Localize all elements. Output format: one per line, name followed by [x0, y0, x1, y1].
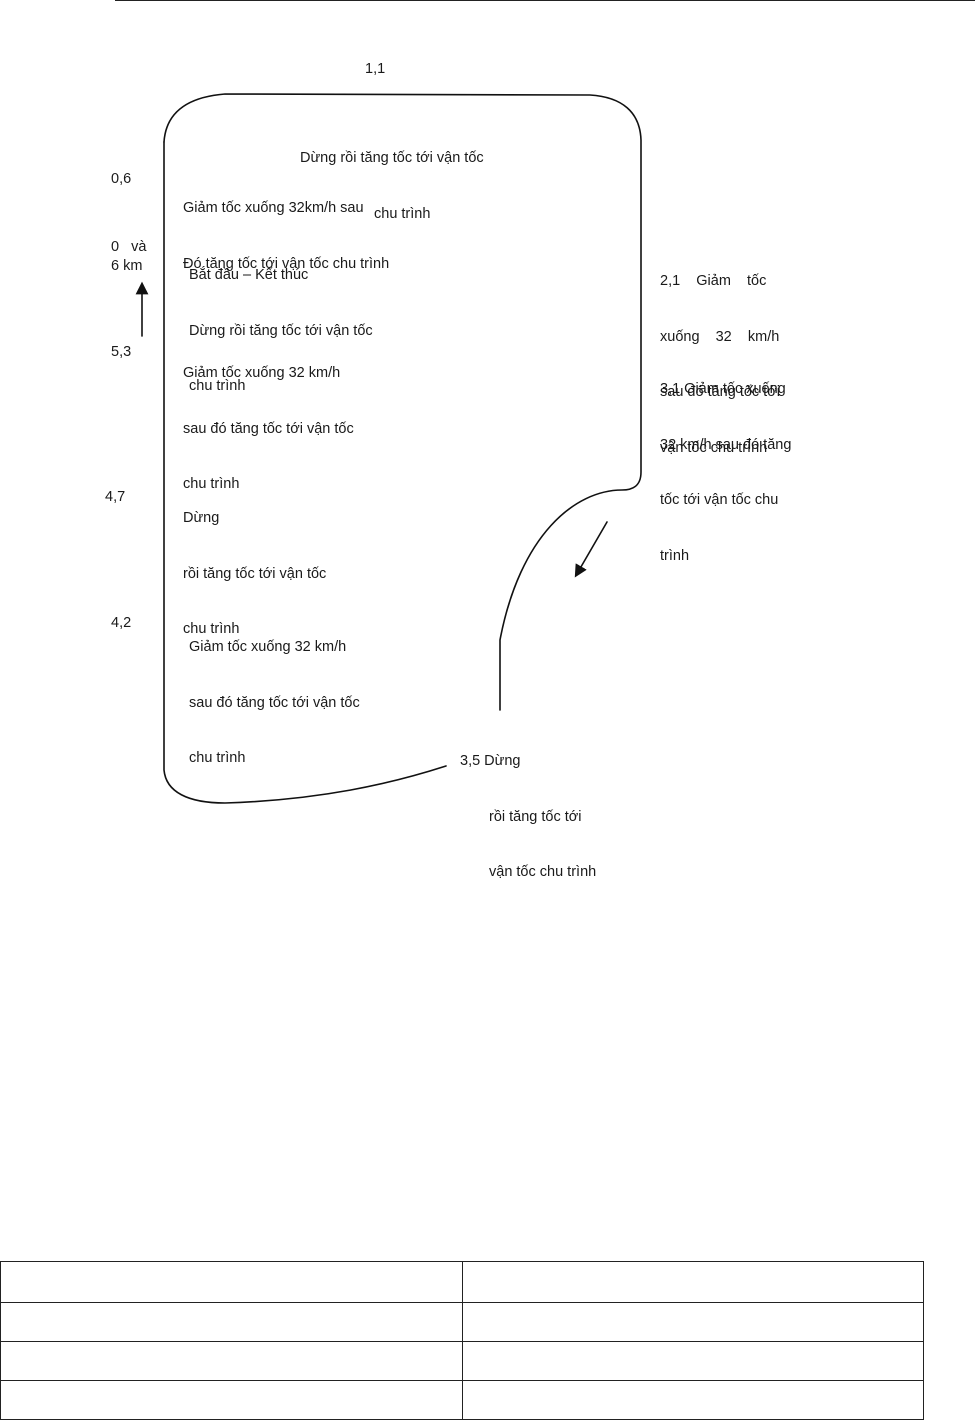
table-row [0, 1261, 924, 1303]
route-left-side [163, 141, 447, 804]
stop-0-6: Giảm tốc xuống 32km/h sau Đó tăng tốc tớ… [183, 200, 390, 272]
marker-1-1: 1,1 [365, 61, 386, 77]
table-row [0, 1380, 924, 1420]
table-cell [462, 1302, 924, 1342]
header-rule [115, 0, 975, 1]
marker-5-3: 5,3 [111, 344, 132, 360]
stop-2-1: 2,1 Giảm tốc xuống 32 km/h sau đó tăng t… [660, 273, 780, 456]
route-outline [163, 93, 642, 711]
stop-5-3: Giảm tốc xuống 32 km/h sau đó tăng tốc t… [183, 365, 354, 492]
stop-4-7: Dừng rồi tăng tốc tới vận tốc chu trình [183, 510, 327, 637]
marker-0-6: 0,6 [111, 171, 132, 187]
table-row [0, 1302, 924, 1342]
stop-3-1: 3,1 Giảm tốc xuống 32 km/h sau đó tăng t… [660, 381, 792, 564]
table-cell [462, 1341, 924, 1381]
direction-arrow-right [574, 521, 608, 578]
table-cell [0, 1302, 463, 1342]
table-cell [0, 1341, 463, 1381]
table-cell [0, 1380, 463, 1420]
data-table [0, 1261, 924, 1420]
marker-4-7: 4,7 [105, 489, 126, 505]
table-cell [462, 1380, 924, 1420]
marker-start-line1: 0 và [111, 239, 147, 255]
marker-start-line2: 6 km [111, 258, 143, 274]
table-row [0, 1341, 924, 1381]
marker-4-2: 4,2 [111, 615, 132, 631]
table-cell [462, 1261, 924, 1303]
stop-4-2: Giảm tốc xuống 32 km/h sau đó tăng tốc t… [189, 639, 360, 766]
stop-3-5: 3,5 Dừng rồi tăng tốc tới vận tốc chu tr… [460, 753, 597, 880]
table-cell [0, 1261, 463, 1303]
stop-top: Dừng rồi tăng tốc tới vận tốc chu trình [300, 150, 484, 222]
stop-start-end: Bắt đầu – Kết thúc Dừng rồi tăng tốc tới… [189, 267, 373, 394]
